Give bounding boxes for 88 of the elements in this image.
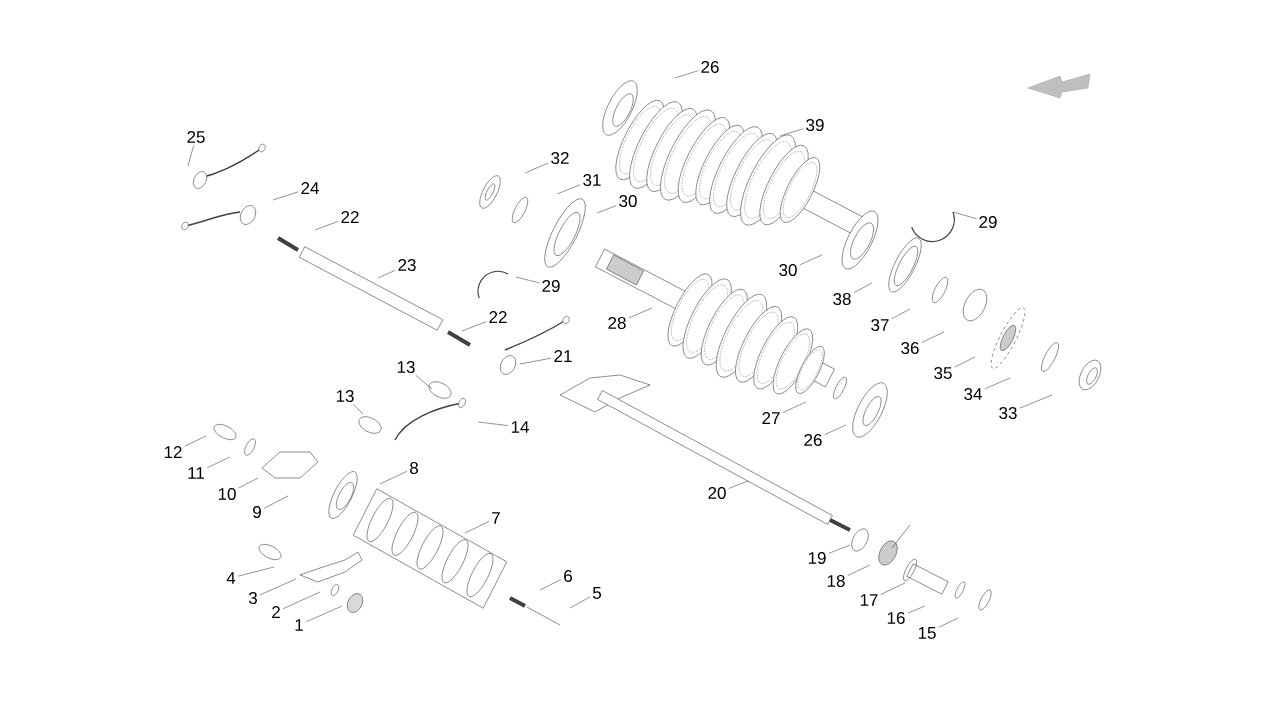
leader-line — [237, 566, 275, 577]
callout-number: 6 — [564, 570, 572, 582]
callout-number: 36 — [901, 342, 919, 354]
callout-number: 22 — [489, 311, 507, 323]
leader-line — [824, 424, 847, 435]
callout-number: 30 — [779, 264, 797, 276]
callout-number: 12 — [164, 446, 182, 458]
leader-line — [539, 579, 562, 591]
callout-number: 8 — [410, 462, 418, 474]
callout-number: 7 — [492, 512, 500, 524]
callout-number: 2 — [272, 606, 280, 618]
callout-number: 1 — [295, 619, 303, 631]
callout-number: 13 — [397, 361, 415, 373]
leader-line — [282, 591, 321, 610]
leader-line — [415, 375, 433, 390]
callout-number: 21 — [554, 350, 572, 362]
leader-line — [828, 544, 851, 554]
leader-line — [1019, 394, 1053, 409]
callout-number: 25 — [187, 131, 205, 143]
leader-line — [728, 480, 749, 489]
callout-number: 23 — [398, 259, 416, 271]
callout-number: 14 — [511, 421, 529, 433]
leader-line — [847, 564, 871, 576]
callout-number: 29 — [542, 280, 560, 292]
callout-number: 32 — [551, 152, 569, 164]
leader-line — [305, 605, 343, 623]
leader-line — [853, 282, 873, 294]
callout-number: 17 — [860, 594, 878, 606]
leader-line — [954, 356, 976, 368]
leader-line — [779, 128, 804, 137]
callout-number: 22 — [341, 211, 359, 223]
callout-number: 37 — [871, 319, 889, 331]
callout-number: 18 — [827, 574, 845, 587]
leader-line — [907, 605, 926, 614]
leader-line — [263, 495, 289, 509]
leader-line — [799, 254, 823, 266]
leader-line — [206, 456, 231, 469]
callout-number: 26 — [701, 61, 719, 73]
callout-number: 38 — [833, 293, 851, 305]
leader-line — [556, 184, 581, 195]
leader-line — [628, 307, 653, 319]
callout-number: 9 — [253, 506, 261, 518]
leader-line — [461, 321, 487, 332]
leader-line — [596, 205, 617, 214]
callout-number: 11 — [188, 467, 204, 479]
leader-line — [524, 162, 549, 174]
leader-line — [782, 401, 807, 413]
leader-line — [938, 617, 959, 628]
leader-line — [515, 276, 540, 284]
leader-line — [952, 211, 977, 219]
callout-number: 13 — [336, 390, 354, 402]
leader-line — [477, 421, 509, 426]
callout-number: 24 — [301, 182, 319, 194]
leader-line — [259, 578, 297, 596]
callout-number: 4 — [226, 572, 236, 584]
leader-line — [379, 471, 408, 485]
callout-number: 26 — [804, 434, 822, 446]
leader-line — [674, 70, 699, 79]
leader-line — [272, 191, 299, 201]
callout-number: 10 — [218, 488, 236, 500]
leader-line — [353, 404, 364, 415]
callout-number: 15 — [918, 627, 936, 639]
callout-number: 19 — [808, 552, 826, 564]
leader-line — [464, 521, 490, 534]
callout-number: 33 — [999, 407, 1017, 419]
leader-line — [569, 596, 591, 609]
callout-number: 35 — [934, 367, 952, 379]
callout-number: 20 — [708, 487, 726, 499]
leader-line — [880, 582, 906, 595]
leader-line — [238, 477, 259, 489]
leader-line — [184, 435, 207, 447]
leader-line — [921, 331, 945, 343]
callout-number: 39 — [806, 119, 824, 131]
callout-number: 30 — [619, 195, 637, 207]
callout-number: 27 — [762, 412, 780, 424]
leader-line — [984, 377, 1011, 390]
leader-line — [519, 357, 552, 365]
callout-number: 3 — [248, 591, 257, 604]
callout-number: 16 — [887, 611, 905, 624]
leader-line — [314, 221, 339, 231]
leader-line — [891, 308, 911, 320]
callout-number: 31 — [583, 174, 601, 186]
callout-number: 34 — [964, 388, 982, 400]
leader-line — [377, 269, 396, 279]
callout-number: 5 — [592, 587, 601, 599]
callout-number: 28 — [608, 317, 626, 329]
callout-number: 29 — [979, 216, 997, 228]
leader-line — [187, 145, 194, 167]
